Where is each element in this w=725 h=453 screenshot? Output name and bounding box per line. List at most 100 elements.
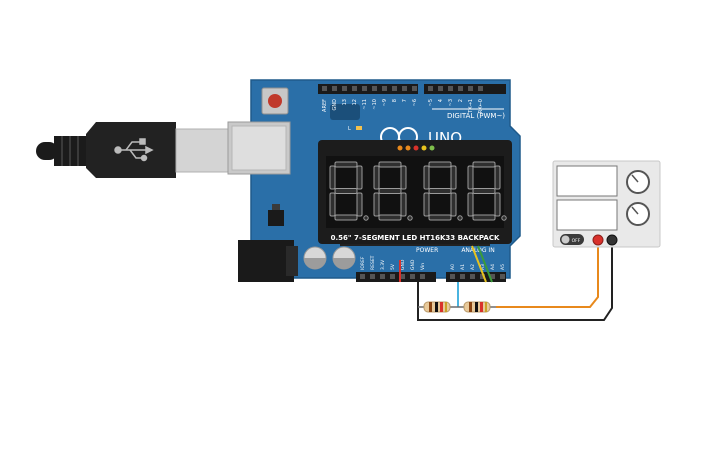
- analog-pin-holes[interactable]: [450, 274, 505, 279]
- segment: [467, 165, 474, 190]
- usb-cable[interactable]: [36, 122, 229, 178]
- power-header: [356, 272, 436, 282]
- power-pin[interactable]: [400, 274, 405, 279]
- digital-pin-label: AREF: [322, 99, 328, 112]
- analog-pin-label: A4: [490, 264, 496, 270]
- segment: [400, 165, 407, 190]
- display-digit: [467, 161, 507, 221]
- digital-pin-label: ~6: [412, 99, 418, 106]
- analog-pin-label: A2: [470, 264, 476, 270]
- digital-pin-holes[interactable]: [322, 86, 483, 91]
- digital-pin[interactable]: [402, 86, 407, 91]
- digital-pin[interactable]: [428, 86, 433, 91]
- digital-pin[interactable]: [382, 86, 387, 91]
- digital-pin[interactable]: [448, 86, 453, 91]
- current-knob[interactable]: [626, 202, 650, 226]
- wire-green[interactable]: [477, 245, 493, 283]
- reset-button[interactable]: [261, 87, 289, 115]
- segment: [334, 161, 358, 168]
- analog-pin-label: A0: [450, 264, 456, 270]
- digital-pin-label: 13: [342, 99, 348, 105]
- power-pin[interactable]: [420, 274, 425, 279]
- negative-terminal[interactable]: [606, 234, 618, 246]
- capacitor: [332, 246, 356, 270]
- power-pin-label: 3.3V: [380, 259, 386, 270]
- segment: [400, 192, 407, 217]
- decimal-point: [501, 215, 507, 221]
- positive-terminal[interactable]: [592, 234, 604, 246]
- led-l: [356, 126, 362, 130]
- usb-connector-metal: [175, 128, 229, 173]
- current-display: [556, 199, 618, 231]
- digital-pin[interactable]: [438, 86, 443, 91]
- resistor[interactable]: [423, 301, 451, 313]
- analog-label: ANALOG IN: [461, 247, 494, 254]
- power-pin[interactable]: [380, 274, 385, 279]
- power-switch-label: OFF: [572, 238, 581, 244]
- digital-pin[interactable]: [322, 86, 327, 91]
- power-pin-label: RESET: [370, 255, 376, 270]
- segment: [494, 165, 501, 190]
- analog-pin[interactable]: [470, 274, 475, 279]
- digital-pin[interactable]: [392, 86, 397, 91]
- segment: [467, 192, 474, 217]
- digital-pin[interactable]: [362, 86, 367, 91]
- seven-segment-display[interactable]: 0.56" 7-SEGMENT LED HT16K33 BACKPACK: [318, 140, 512, 244]
- resistor[interactable]: [463, 301, 491, 313]
- analog-pin[interactable]: [490, 274, 495, 279]
- segment: [428, 188, 452, 194]
- analog-pin-label: A1: [460, 264, 466, 270]
- voltage-knob[interactable]: [626, 170, 650, 194]
- power-pin[interactable]: [360, 274, 365, 279]
- voltage-display: [556, 165, 618, 197]
- digital-pin-label: GND: [332, 99, 338, 111]
- digital-pin-label: ~9: [382, 99, 388, 106]
- analog-pin[interactable]: [480, 274, 485, 279]
- digital-pin[interactable]: [342, 86, 347, 91]
- digital-pin[interactable]: [412, 86, 417, 91]
- digital-pin-label: ~11: [362, 99, 368, 110]
- crystal: [330, 104, 360, 120]
- digital-header-right: [424, 84, 506, 94]
- wire-orange[interactable]: [496, 240, 599, 308]
- power-pin-label: GND: [400, 259, 406, 270]
- display-label: 0.56" 7-SEGMENT LED HT16K33 BACKPACK: [331, 234, 500, 242]
- digital-pin[interactable]: [332, 86, 337, 91]
- digital-pin-label: 12: [352, 99, 358, 105]
- segment: [373, 165, 380, 190]
- power-jack: [238, 240, 298, 282]
- segment: [329, 192, 336, 217]
- analog-pin[interactable]: [460, 274, 465, 279]
- segment: [423, 192, 430, 217]
- digital-pin[interactable]: [468, 86, 473, 91]
- display-pins[interactable]: [397, 145, 435, 151]
- wire-yellow[interactable]: [471, 245, 487, 283]
- power-pin[interactable]: [370, 274, 375, 279]
- display-digit: [423, 161, 463, 221]
- digital-pin[interactable]: [478, 86, 483, 91]
- segment: [472, 214, 496, 221]
- analog-pin[interactable]: [500, 274, 505, 279]
- power-pin[interactable]: [410, 274, 415, 279]
- digital-pin[interactable]: [372, 86, 377, 91]
- segment: [428, 214, 452, 221]
- voltage-regulator: [268, 204, 284, 226]
- decimal-point: [457, 215, 463, 221]
- power-supply[interactable]: OFF: [552, 160, 661, 248]
- digital-label: DIGITAL (PWM~): [447, 112, 505, 120]
- power-pin-label: GND: [410, 259, 416, 270]
- segment: [356, 165, 363, 190]
- power-switch[interactable]: OFF: [560, 234, 584, 245]
- digital-pin-label: ~5: [428, 99, 434, 106]
- digital-pin-label: 7: [402, 99, 408, 102]
- power-pin-holes[interactable]: [360, 274, 425, 279]
- analog-pin-label: A5: [500, 264, 506, 270]
- power-pin[interactable]: [390, 274, 395, 279]
- digital-pin[interactable]: [458, 86, 463, 91]
- digital-pin[interactable]: [352, 86, 357, 91]
- analog-pin[interactable]: [450, 274, 455, 279]
- segment: [423, 165, 430, 190]
